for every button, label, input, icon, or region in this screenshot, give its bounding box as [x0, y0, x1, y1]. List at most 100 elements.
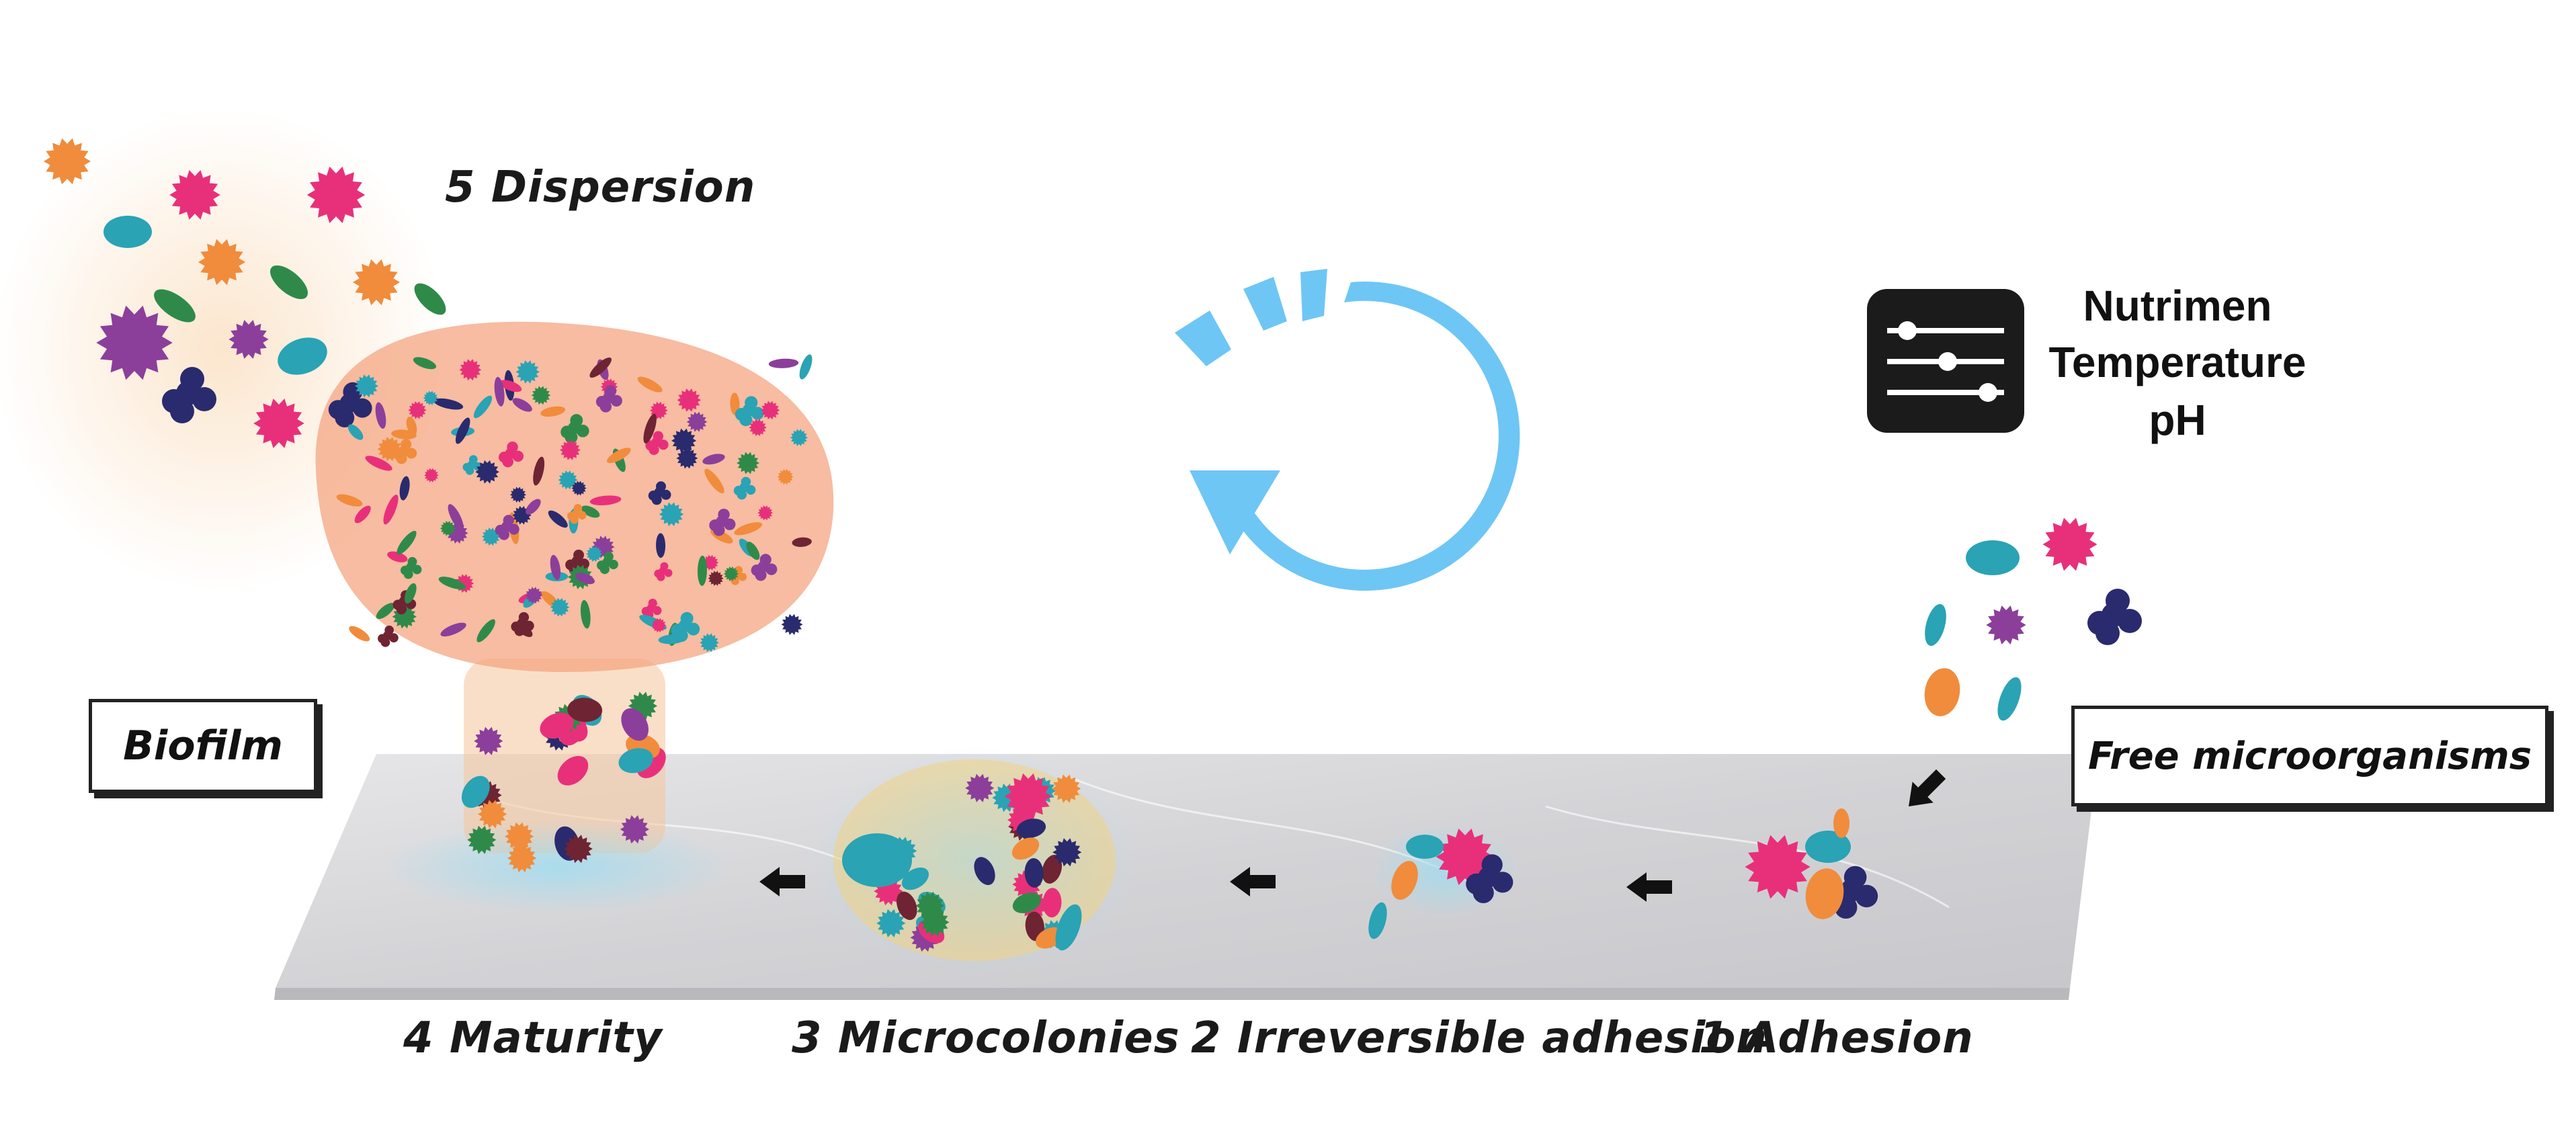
microbe — [702, 454, 725, 465]
cycle-arrow-icon — [1175, 269, 1520, 591]
microbe — [269, 265, 308, 300]
microbe — [746, 542, 760, 560]
microbe — [548, 510, 568, 528]
down-left-arrow-icon — [1909, 769, 1946, 806]
condition-ph: pH — [2149, 396, 2206, 444]
microbe — [540, 406, 566, 417]
microbe — [1011, 837, 1040, 860]
microbe — [589, 495, 622, 505]
microbe — [671, 612, 700, 642]
microbe — [2087, 589, 2142, 645]
condition-nutrient: Nutrimen — [2083, 282, 2272, 330]
left-arrow-icon — [1626, 872, 1672, 902]
microbe — [1391, 861, 1418, 900]
microbe — [589, 358, 612, 378]
microbe — [405, 583, 417, 604]
microbe — [1042, 888, 1062, 918]
microbe — [162, 367, 216, 423]
microbe — [777, 468, 794, 485]
microbe — [645, 431, 669, 455]
microbe — [397, 530, 417, 555]
microbe — [637, 376, 663, 392]
microbe — [915, 891, 945, 920]
microbe — [799, 354, 813, 380]
microbe — [103, 216, 152, 248]
microbe — [433, 398, 464, 410]
microbe — [575, 573, 595, 585]
microbe — [757, 505, 774, 521]
microbe — [580, 599, 591, 629]
microbe — [709, 508, 736, 536]
microbe — [352, 259, 401, 306]
microbe — [478, 800, 507, 829]
microbe — [567, 503, 587, 524]
condition-temperature: Temperature — [2048, 338, 2307, 386]
microbe — [306, 166, 366, 224]
microbe — [704, 468, 724, 494]
microbe — [1805, 868, 1844, 919]
microbe — [392, 439, 417, 464]
microbe — [347, 424, 364, 440]
left-arrow-icon — [1230, 867, 1276, 896]
microbe — [1466, 854, 1513, 903]
microbe — [559, 439, 581, 460]
microbe — [768, 358, 799, 368]
microbe — [659, 502, 684, 526]
microbe — [498, 441, 524, 468]
microbe — [461, 776, 490, 808]
microbe — [474, 726, 503, 755]
microbe — [1924, 668, 1960, 716]
microbe — [563, 835, 593, 864]
microbe — [475, 460, 499, 484]
microbe — [531, 386, 551, 405]
microbe — [540, 712, 574, 739]
microbe — [198, 239, 246, 286]
microbe — [790, 429, 808, 446]
microbe — [567, 698, 603, 722]
microbe — [509, 487, 526, 503]
microbe — [620, 815, 649, 844]
microbe — [586, 546, 603, 562]
microbe — [169, 170, 220, 220]
microbe — [473, 395, 493, 419]
microbe — [1925, 603, 1946, 646]
microbe — [512, 398, 532, 412]
microbe — [965, 773, 995, 802]
microbe — [476, 619, 495, 642]
microbe — [349, 626, 370, 642]
microbe — [648, 481, 671, 505]
microbe — [733, 476, 756, 500]
microbe — [495, 515, 520, 540]
microbe — [1016, 819, 1046, 839]
microbe — [336, 494, 363, 507]
microbe — [734, 522, 763, 536]
microbe — [571, 480, 587, 496]
microbe — [618, 748, 653, 773]
microbe — [557, 755, 589, 786]
microbe — [901, 867, 929, 890]
microbe — [507, 844, 537, 873]
microbe — [1368, 902, 1387, 939]
microbe — [1745, 835, 1811, 899]
microbe — [656, 533, 666, 558]
microbe — [876, 909, 906, 937]
microbe — [2042, 517, 2097, 571]
microbe — [781, 614, 803, 635]
microbe — [365, 456, 392, 471]
microbe — [560, 414, 589, 444]
microbe — [494, 376, 505, 407]
microbe — [643, 413, 657, 444]
microbe — [974, 857, 995, 885]
microbe — [228, 320, 269, 359]
microbe — [440, 622, 466, 637]
microbe — [621, 708, 649, 741]
microbe — [526, 499, 541, 515]
microbe — [760, 401, 780, 420]
microbe — [533, 456, 545, 486]
microbe-group — [43, 138, 2142, 952]
microbe — [1042, 854, 1063, 884]
microbe — [387, 551, 408, 562]
microbe — [354, 374, 378, 398]
